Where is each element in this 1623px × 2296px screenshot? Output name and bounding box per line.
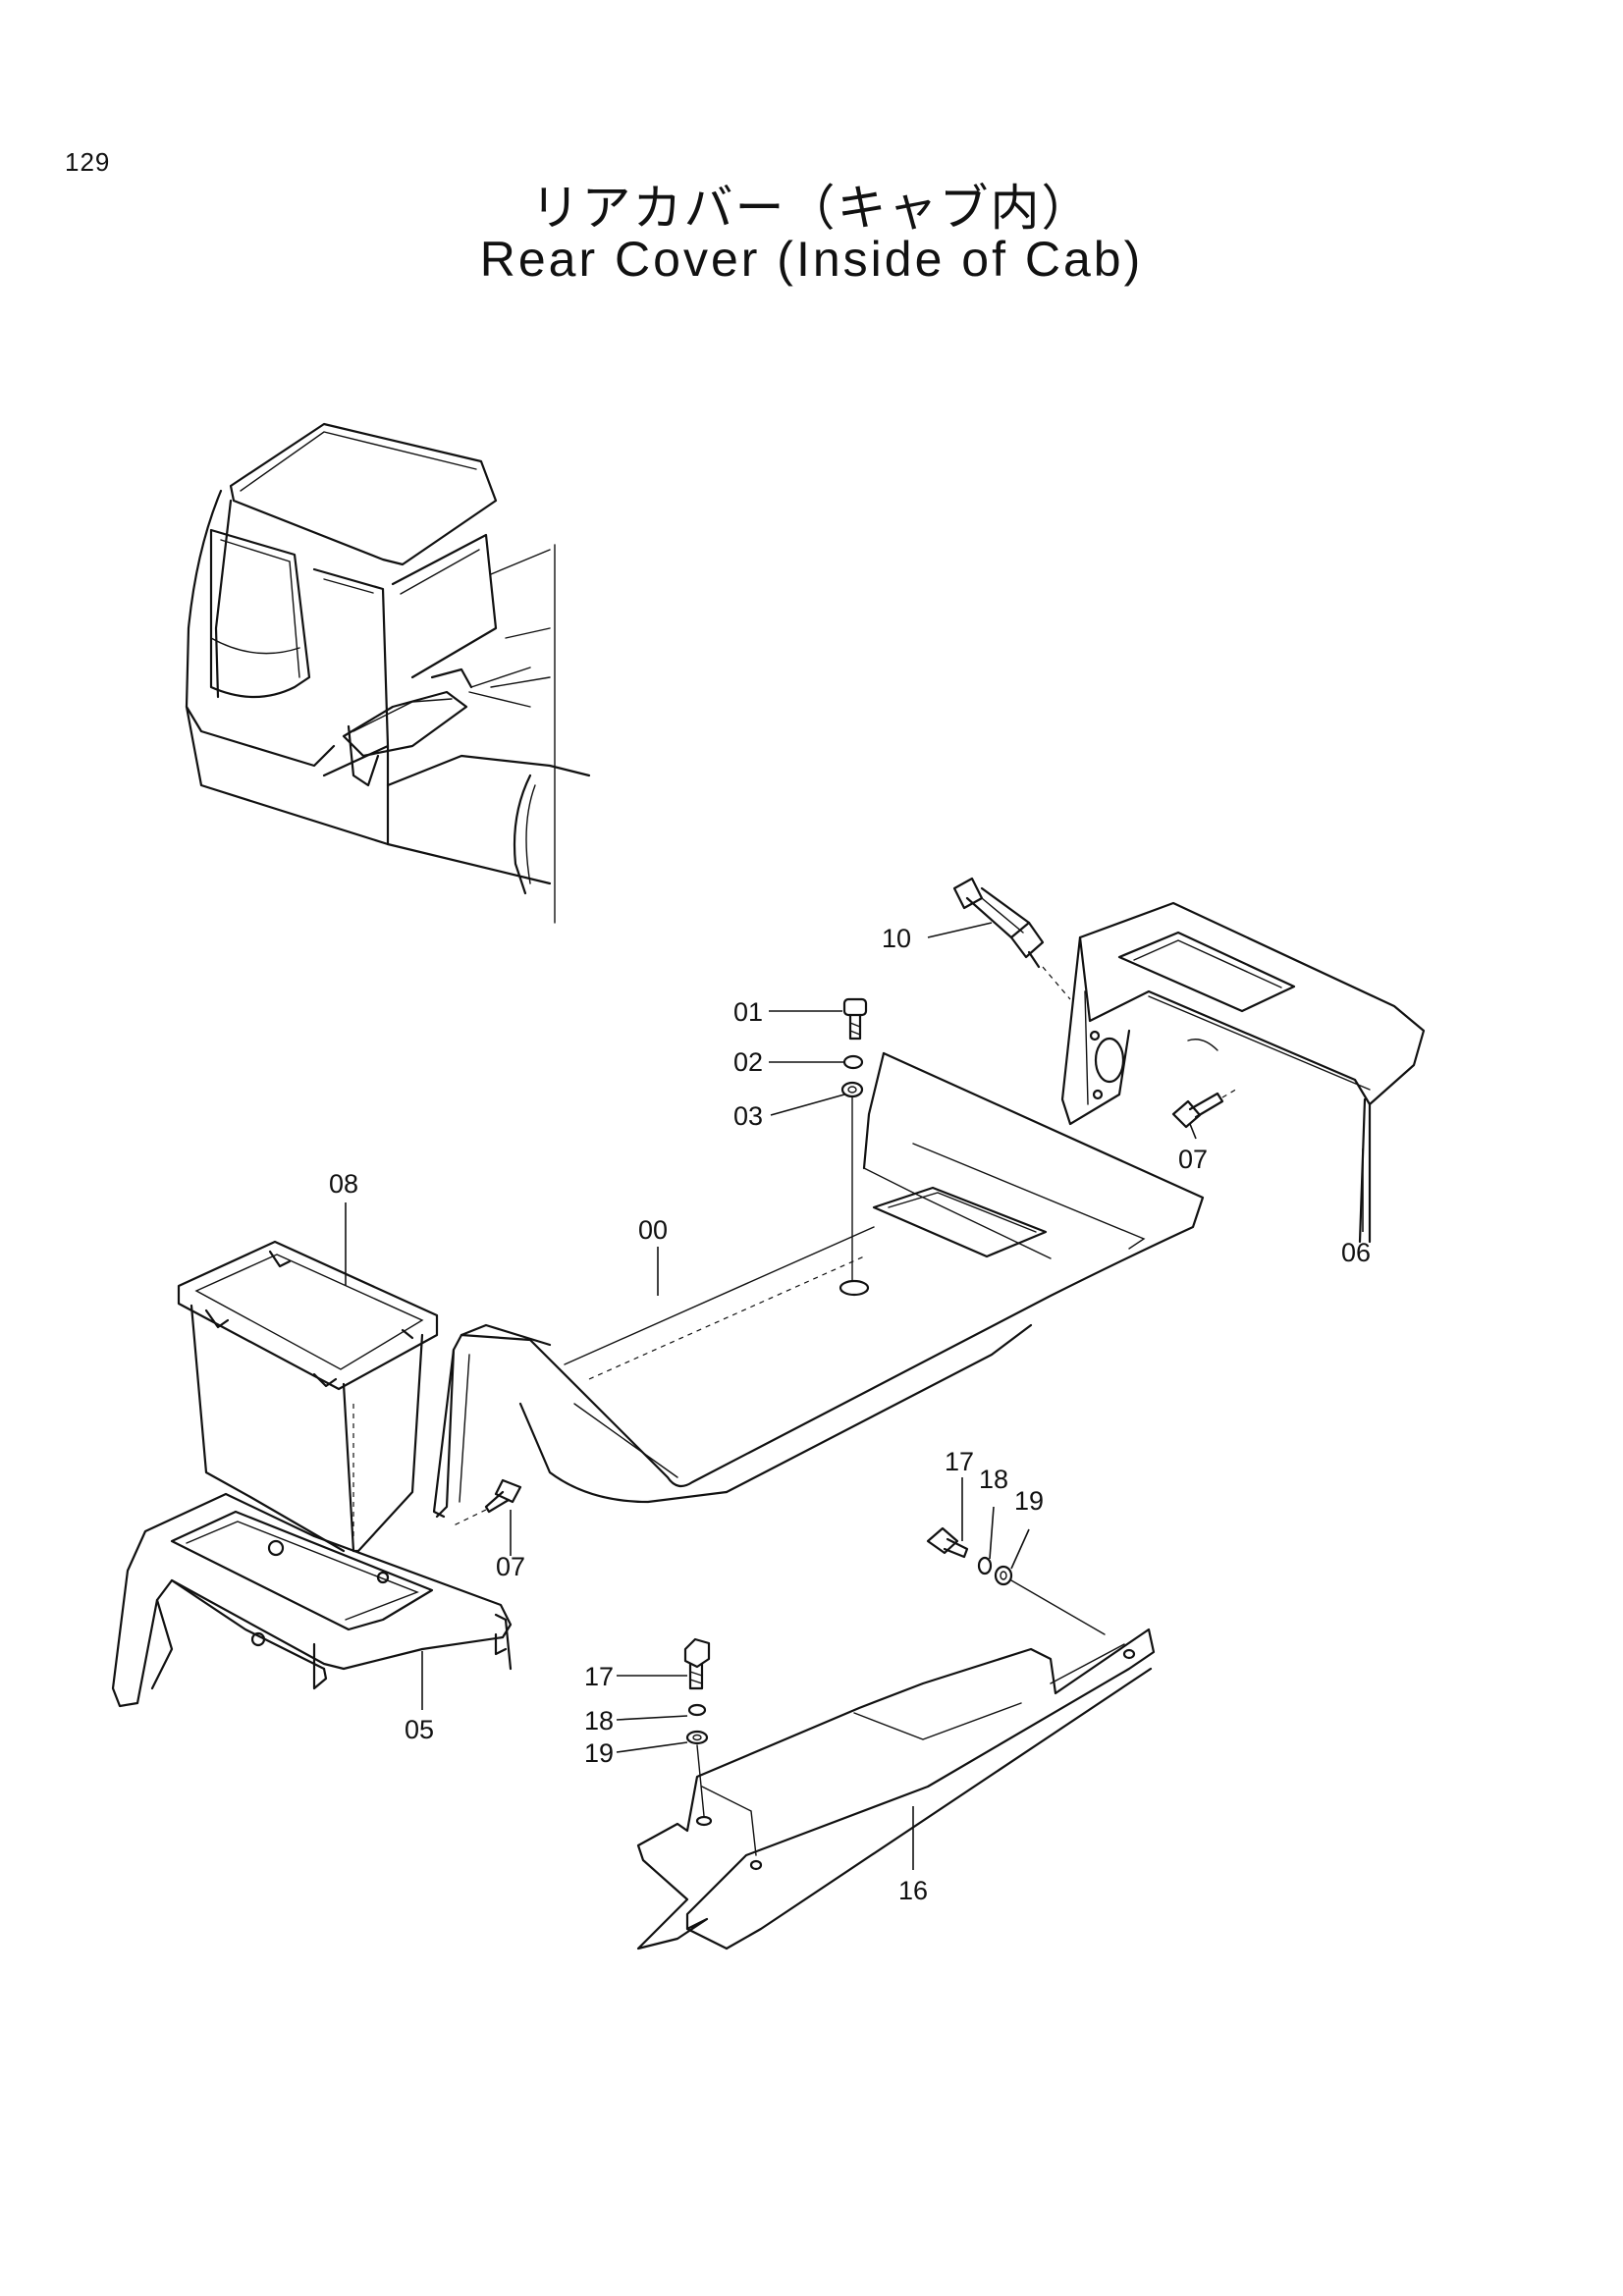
callout-label-07-right: 07 <box>1178 1145 1208 1174</box>
callout-label-10: 10 <box>882 924 911 953</box>
part-10-latch <box>927 877 1071 1000</box>
callout-label-18-lower: 18 <box>584 1706 614 1735</box>
part-08-box <box>177 1202 439 1553</box>
callout-label-00: 00 <box>638 1215 668 1245</box>
callout-labels: 10 01 02 03 07 06 08 00 07 05 17 18 19 1… <box>329 924 1371 1905</box>
page-number: 129 <box>65 147 111 177</box>
callout-label-06: 06 <box>1341 1238 1371 1267</box>
fasteners-17-18-19-upper <box>926 1477 1106 1635</box>
callout-label-19-upper: 19 <box>1014 1486 1044 1516</box>
bolt-07-right <box>1171 1087 1240 1140</box>
part-16-lower-plate <box>636 1628 1156 1950</box>
cab-overview-illustration <box>185 422 591 924</box>
callout-label-19-lower: 19 <box>584 1738 614 1768</box>
bolt-07-left <box>451 1478 522 1556</box>
callout-label-08: 08 <box>329 1169 358 1199</box>
callout-label-17-upper: 17 <box>945 1447 974 1476</box>
title-japanese: リアカバー（キャブ内） <box>530 180 1093 237</box>
fasteners-01-02-03 <box>769 997 868 1282</box>
title-english: Rear Cover (Inside of Cab) <box>479 232 1144 287</box>
fasteners-17-18-19-lower <box>616 1637 711 1817</box>
callout-label-05: 05 <box>405 1715 434 1744</box>
part-05-left-cover <box>111 1492 513 1710</box>
callout-label-17-lower: 17 <box>584 1662 614 1691</box>
part-06-right-cover <box>1060 901 1426 1244</box>
callout-label-07-left: 07 <box>496 1552 525 1581</box>
callout-label-03: 03 <box>733 1101 763 1131</box>
callout-label-02: 02 <box>733 1047 763 1077</box>
callout-label-18-upper: 18 <box>979 1465 1008 1494</box>
callout-label-01: 01 <box>733 997 763 1027</box>
part-00-main-cover <box>432 1051 1205 1519</box>
callout-label-16: 16 <box>898 1876 928 1905</box>
